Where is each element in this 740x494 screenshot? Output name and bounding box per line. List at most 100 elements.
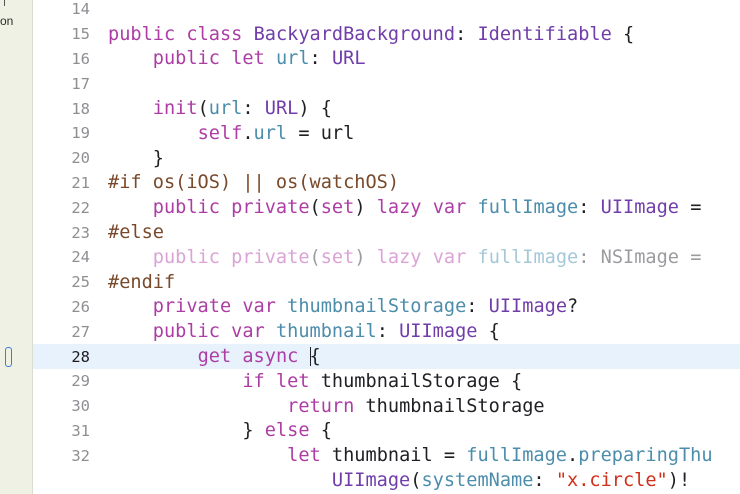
code-text[interactable]: if let thumbnailStorage {: [108, 371, 522, 392]
code-token: .: [567, 445, 579, 467]
code-text[interactable]: get async {: [108, 346, 321, 367]
code-text[interactable]: public private(set) lazy var fullImage: …: [108, 247, 702, 268]
code-token: .: [242, 122, 254, 144]
code-line[interactable]: 29 if let thumbnailStorage {: [33, 369, 740, 394]
code-token: [265, 321, 276, 342]
code-token: :: [533, 470, 556, 492]
code-line[interactable]: 17: [33, 71, 740, 96]
code-token: private: [231, 197, 310, 219]
navigator-disclosure-mark: [0, 0, 5, 6]
code-token: {: [611, 23, 635, 45]
code-token: [108, 247, 153, 268]
code-token: preparingThu: [578, 445, 713, 467]
source-editor[interactable]: 14 15 public class BackyardBackground: Ide…: [5, 0, 740, 494]
code-line[interactable]: 25#endif: [33, 270, 740, 295]
code-token: (: [309, 197, 321, 219]
code-token: [108, 396, 287, 417]
code-text[interactable]: public private(set) lazy var fullImage: …: [108, 197, 702, 219]
code-text[interactable]: public var thumbnail: UIImage {: [108, 321, 500, 342]
code-token: systemName: [421, 470, 534, 492]
code-token: =: [679, 197, 702, 219]
line-number: 18: [71, 99, 90, 118]
code-token: (: [197, 98, 209, 120]
code-text[interactable]: init(url: URL) {: [108, 98, 332, 119]
code-line[interactable]: 26 private var thumbnailStorage: UIImage…: [33, 295, 740, 320]
line-number: 24: [71, 248, 90, 267]
code-text[interactable]: private var thumbnailStorage: UIImage?: [108, 296, 578, 317]
code-token: async: [242, 346, 299, 368]
code-token: if: [242, 370, 265, 392]
code-text[interactable]: #if os(iOS) || os(watchOS): [108, 172, 399, 193]
code-text[interactable]: } else {: [108, 420, 332, 441]
code-line[interactable]: 20 }: [33, 146, 740, 171]
code-text[interactable]: #else: [108, 222, 164, 243]
code-token: URL: [331, 48, 366, 70]
code-token: let: [231, 48, 265, 70]
code-line[interactable]: 30 return thumbnailStorage: [33, 394, 740, 419]
line-number: 16: [71, 49, 90, 68]
code-token: [108, 346, 198, 367]
code-token: url: [253, 122, 288, 144]
line-number: 15: [71, 25, 90, 44]
code-line[interactable]: 21#if os(iOS) || os(watchOS): [33, 171, 740, 196]
code-line[interactable]: 23 #else: [33, 220, 740, 245]
line-number: 30: [71, 397, 90, 416]
code-text[interactable]: return thumbnailStorage: [108, 395, 544, 417]
code-token: [466, 247, 477, 268]
code-token: :: [455, 23, 478, 45]
code-token: [175, 24, 186, 45]
code-line[interactable]: 16 public let url: URL: [33, 47, 740, 72]
code-token: return: [287, 395, 355, 417]
line-number: 29: [71, 372, 90, 391]
code-token: let: [275, 370, 310, 392]
code-line[interactable]: 31 } else {: [33, 419, 740, 444]
code-text[interactable]: }: [108, 148, 164, 169]
code-text[interactable]: let thumbnail = fullImage.preparingThu: [108, 445, 713, 467]
line-number: 23: [71, 223, 90, 242]
code-token: [298, 346, 309, 367]
code-token: [466, 197, 477, 218]
code-token: class: [186, 23, 243, 45]
code-token: :: [466, 296, 489, 318]
navigator-item-fragment[interactable]: on: [0, 14, 14, 28]
code-token: get: [197, 346, 232, 368]
code-token: var: [432, 197, 467, 219]
code-line[interactable]: 19 self.url = url: [33, 121, 740, 146]
code-token: :: [242, 98, 265, 120]
code-text[interactable]: public class BackyardBackground: Identif…: [108, 24, 634, 45]
code-text[interactable]: public let url: URL: [108, 48, 366, 69]
code-token: public: [108, 23, 176, 45]
code-token: (: [410, 470, 422, 492]
code-text[interactable]: self.url = url: [108, 122, 355, 144]
code-token: [108, 98, 153, 119]
code-token: [108, 445, 287, 466]
code-line[interactable]: 15 public class BackyardBackground: Ident…: [33, 22, 740, 47]
code-token: BackyardBackground: [253, 23, 456, 45]
code-text[interactable]: UIImage(systemName: "x.circle")!: [108, 470, 690, 491]
code-line[interactable]: UIImage(systemName: "x.circle")!: [33, 468, 740, 493]
code-token: [108, 371, 242, 392]
code-token: "x.circle": [555, 470, 668, 492]
code-line[interactable]: 18 init(url: URL) {: [33, 96, 740, 121]
code-token: :: [376, 321, 400, 343]
code-token: :: [578, 197, 601, 219]
code-line[interactable]: 32 let thumbnail = fullImage.preparingTh…: [33, 443, 740, 468]
code-token: [220, 321, 231, 342]
current-code-line[interactable]: 28 get async {: [33, 344, 740, 369]
line-number: 26: [71, 297, 90, 316]
code-token: [276, 296, 287, 317]
code-line[interactable]: 14: [33, 0, 740, 22]
code-token: set: [320, 197, 355, 219]
line-number: 14: [71, 0, 90, 19]
code-token: Identifiable: [477, 23, 612, 45]
line-change-marker[interactable]: [5, 346, 12, 367]
code-text[interactable]: #endif: [108, 272, 175, 293]
code-line[interactable]: 24 public private(set) lazy var fullImag…: [33, 245, 740, 270]
code-token: UIImage: [600, 197, 680, 219]
code-token: [231, 346, 242, 367]
code-line[interactable]: 22 public private(set) lazy var fullImag…: [33, 195, 740, 220]
code-token: url: [208, 98, 243, 120]
code-token: var: [242, 296, 276, 318]
code-token: [220, 48, 231, 69]
code-line[interactable]: 27 public var thumbnail: UIImage {: [33, 319, 740, 344]
